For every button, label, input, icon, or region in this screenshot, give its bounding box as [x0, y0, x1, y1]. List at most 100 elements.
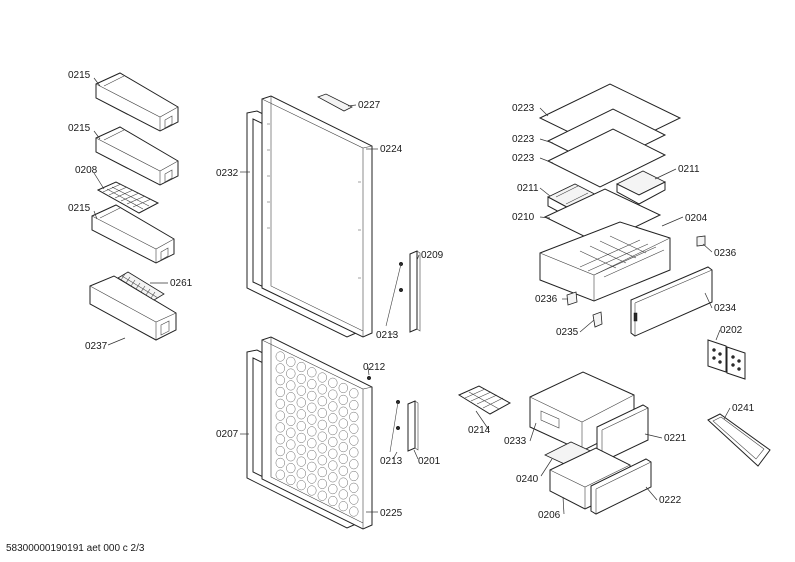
texture-dot	[349, 400, 359, 411]
texture-dot	[349, 494, 359, 505]
screw-0212	[366, 375, 372, 381]
part-label-0234: 0234	[714, 303, 737, 314]
part-label-0215-c: 0215	[68, 203, 91, 214]
part-label-0202: 0202	[720, 325, 743, 336]
texture-dot	[317, 431, 327, 442]
texture-dot	[275, 386, 285, 398]
leader-lines	[93, 77, 731, 515]
texture-dot	[286, 451, 296, 462]
part-label-0223-b: 0223	[512, 134, 535, 145]
texture-dot	[349, 388, 359, 399]
texture-dot	[328, 472, 338, 483]
texture-dot	[317, 419, 327, 430]
texture-dot	[296, 456, 306, 467]
texture-dot	[307, 426, 317, 437]
part-label-0232: 0232	[216, 168, 239, 179]
door-shelf-0215-c	[91, 204, 175, 264]
texture-dot	[317, 467, 327, 478]
texture-dot	[338, 489, 348, 500]
texture-dot	[275, 422, 285, 433]
part-label-0237: 0237	[85, 341, 108, 352]
texture-dot	[275, 457, 285, 468]
texture-dot	[338, 418, 348, 429]
part-label-0261: 0261	[170, 278, 193, 289]
texture-dot	[338, 477, 348, 488]
texture-dot	[307, 402, 317, 413]
door-shelf-0215-b	[95, 126, 179, 186]
texture-dot	[296, 480, 306, 491]
texture-dot	[275, 446, 285, 457]
texture-dot	[328, 377, 338, 388]
texture-dot	[307, 379, 317, 390]
clip-0236-left	[566, 291, 578, 306]
bottle-shelf-0237	[89, 275, 177, 341]
texture-dot	[349, 423, 359, 434]
texture-dot	[296, 432, 306, 443]
texture-dot	[275, 375, 285, 386]
texture-dot	[275, 469, 285, 480]
texture-dot	[349, 459, 359, 470]
texture-dot	[328, 484, 338, 495]
texture-dot	[307, 414, 317, 425]
screws-upper-0213	[385, 261, 404, 327]
part-label-0206: 0206	[538, 510, 561, 521]
texture-dot	[307, 449, 317, 461]
texture-dot	[307, 367, 317, 378]
texture-dot	[349, 506, 359, 517]
texture-dot	[296, 468, 306, 479]
texture-dot	[275, 410, 285, 421]
texture-dot	[296, 409, 306, 420]
texture-dot	[338, 382, 348, 394]
texture-dot	[338, 453, 348, 464]
part-label-0208: 0208	[75, 165, 98, 176]
texture-dot	[338, 465, 348, 476]
texture-dot	[328, 425, 338, 436]
texture-dot	[286, 427, 296, 438]
part-label-0221: 0221	[664, 433, 687, 444]
texture-dot	[286, 368, 296, 379]
bottle-holder-0261	[117, 271, 165, 301]
texture-dot	[296, 385, 306, 396]
texture-dot	[328, 413, 338, 424]
part-label-0241: 0241	[732, 403, 755, 414]
part-label-0212: 0212	[363, 362, 386, 373]
part-label-0204: 0204	[685, 213, 708, 224]
lower-door-0225	[261, 336, 373, 530]
part-label-0222: 0222	[659, 495, 682, 506]
door-inner-texture	[275, 351, 359, 517]
part-label-0213-a: 0213	[376, 330, 399, 341]
screws-lower-0213	[389, 399, 401, 453]
door-shelf-0215-a	[95, 72, 179, 132]
texture-dot	[307, 461, 317, 472]
texture-dot	[296, 421, 306, 432]
hinge-cover-0209	[409, 250, 421, 333]
part-label-0236-left: 0236	[535, 294, 558, 305]
labels-0202	[707, 339, 746, 380]
part-label-0215-a: 0215	[68, 70, 91, 81]
part-label-0224: 0224	[380, 144, 403, 155]
texture-dot	[349, 411, 359, 422]
texture-dot	[286, 474, 296, 486]
part-label-0223-a: 0223	[512, 103, 535, 114]
glass-shelf-0223-c	[546, 128, 667, 188]
texture-dot	[296, 397, 306, 408]
hinge-cover-0201	[407, 400, 419, 452]
texture-dot	[328, 401, 338, 412]
texture-dot	[328, 389, 338, 400]
texture-dot	[317, 455, 327, 466]
texture-dot	[338, 501, 348, 512]
texture-dot	[286, 392, 296, 403]
texture-dot	[286, 415, 296, 426]
part-label-0215-b: 0215	[68, 123, 91, 134]
drawing-reference: 58300000190191 aet 000 c 2/3	[6, 543, 145, 554]
texture-dot	[275, 363, 285, 374]
part-label-0201: 0201	[418, 456, 441, 467]
texture-dot	[275, 351, 285, 362]
part-label-0225: 0225	[380, 508, 403, 519]
texture-dot	[338, 430, 348, 441]
egg-tray-0208	[96, 181, 160, 214]
texture-dot	[349, 482, 359, 493]
texture-dot	[296, 373, 306, 384]
texture-dot	[349, 470, 359, 482]
texture-dot	[307, 390, 317, 401]
